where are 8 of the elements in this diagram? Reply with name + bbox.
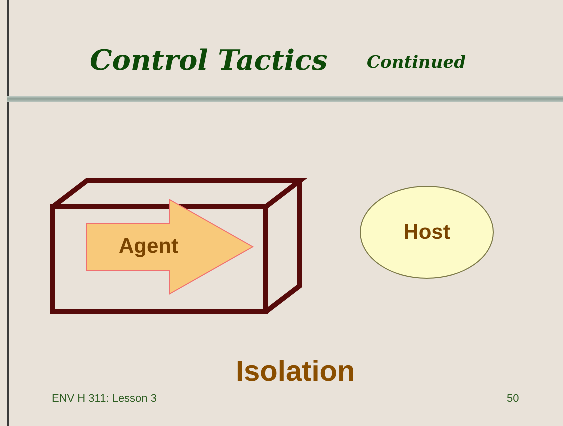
node-label: Host <box>404 220 450 244</box>
slide-title: Control Tactics <box>90 44 328 78</box>
caption: Isolation <box>236 355 356 390</box>
node-label: Agent <box>119 235 178 259</box>
page-number: 50 <box>507 393 520 406</box>
title-suffix: Continued <box>367 53 466 74</box>
block-arrow <box>87 200 253 294</box>
footer-text: ENV H 311: Lesson 3 <box>52 393 157 406</box>
